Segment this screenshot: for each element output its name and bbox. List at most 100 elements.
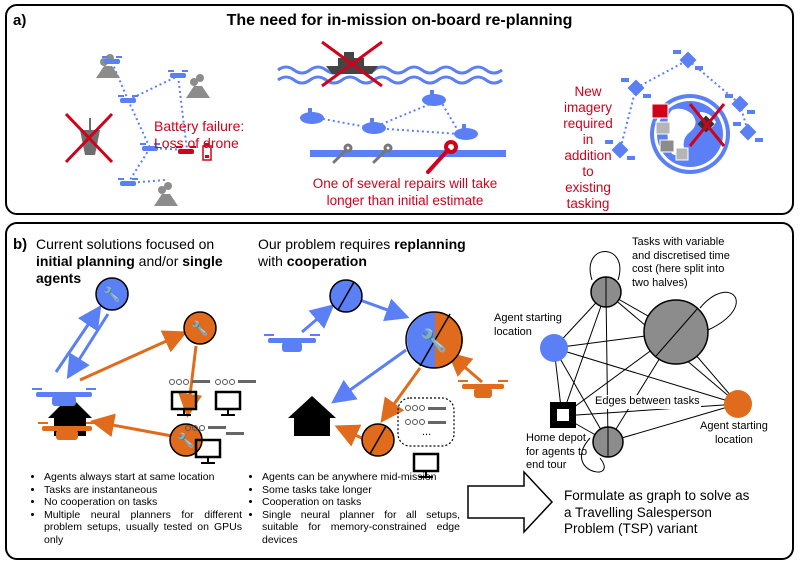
our-heading-line2: with cooperation xyxy=(258,253,488,270)
ship-cross xyxy=(321,40,383,88)
panel-b xyxy=(5,222,794,560)
imagery-caption: New imagery required in addition to exis… xyxy=(558,84,618,212)
home-depot-node xyxy=(550,402,576,428)
our-heading-bold: replanning xyxy=(394,236,466,252)
agent-start-right-label: Agent starting location xyxy=(700,420,768,447)
wrench-icon xyxy=(426,140,458,174)
task-cluster-icons xyxy=(169,379,235,431)
satellite-icon xyxy=(605,140,635,160)
globe-satellite-cross xyxy=(688,103,726,147)
tasks-label-line: two halves) xyxy=(632,276,688,289)
bullet-item: Cooperation on tasks xyxy=(262,496,460,509)
our-problem-heading: Our problem requires replanning with coo… xyxy=(258,236,488,270)
bullet-item: Multiple neural planners for different p… xyxy=(44,509,242,547)
agent-node-blue xyxy=(540,334,568,362)
agent-start-right-line: location xyxy=(714,433,753,446)
battery-icon xyxy=(202,143,212,161)
drone-icon xyxy=(102,56,122,64)
our-heading-line1: Our problem requires replanning xyxy=(258,236,488,253)
task-node-split-orange xyxy=(361,423,395,457)
svg-text:🔧: 🔧 xyxy=(420,327,447,353)
edge-cloud-ellipsis: ... xyxy=(422,426,432,438)
imagery-caption-line: tasking xyxy=(566,196,610,211)
edges-label: Edges between tasks xyxy=(594,395,701,409)
svg-text:🔧: 🔧 xyxy=(191,319,208,337)
drone-icon xyxy=(168,70,188,78)
wrench-icon xyxy=(372,143,393,164)
tasks-label: Tasks with variable and discretised time… xyxy=(632,236,762,290)
current-heading-rest: and/or xyxy=(134,253,183,269)
repair-caption: One of several repairs will take longer … xyxy=(300,175,510,209)
current-heading-line2: initial planning and/or single xyxy=(36,253,236,270)
agent-start-right-line: Agent starting xyxy=(700,420,768,432)
submarine-icon xyxy=(454,124,478,140)
home-depot-label: Home depot for agents to end tour xyxy=(526,432,587,473)
imagery-caption-line: existing xyxy=(565,180,611,195)
drone-icon xyxy=(458,380,508,398)
computer-icon xyxy=(194,438,222,464)
tasks-label-line: Tasks with variable xyxy=(632,236,725,248)
agent-start-left-line: location xyxy=(494,325,532,338)
drone-icon xyxy=(38,422,96,440)
task-node-small xyxy=(590,276,622,308)
panel-a-title: The need for in-mission on-board re-plan… xyxy=(226,12,573,29)
bullet-item: Tasks are instantaneous xyxy=(44,484,242,497)
task-node-large xyxy=(643,299,709,365)
task-node-split-blue xyxy=(329,279,363,313)
conclusion-line: Problem (TSP) variant xyxy=(564,521,698,536)
mini-drone-icons xyxy=(192,380,256,435)
drone-icon xyxy=(264,334,320,352)
tasks-label-line: and discretised time xyxy=(632,249,730,262)
imagery-caption-line: required in xyxy=(563,116,613,147)
panel-a-tag: a) xyxy=(13,12,27,29)
submarine-icon xyxy=(362,118,386,134)
computer-icon xyxy=(170,390,198,416)
sea-waves xyxy=(277,65,503,85)
bullet-item: Agents always start at same location xyxy=(44,471,242,484)
wrench-icon xyxy=(332,143,353,164)
tasks-label-line: cost (here split into xyxy=(632,263,725,275)
svg-text:🔧: 🔧 xyxy=(177,431,194,449)
repair-caption-line1: One of several repairs will take xyxy=(312,176,498,191)
conclusion-text: Formulate as graph to solve as a Travell… xyxy=(564,488,749,538)
submarine-icon xyxy=(422,90,446,106)
home-depot-line: for agents to xyxy=(526,445,588,458)
battery-caption-line2: Loss of drone xyxy=(154,135,239,151)
current-heading-bold: initial planning xyxy=(36,253,135,269)
agent-start-left-line: Agent starting xyxy=(494,312,562,324)
panel-a xyxy=(5,4,794,215)
current-heading-bold2: single xyxy=(182,253,223,269)
satellite-icon xyxy=(733,122,763,142)
conclusion-arrow xyxy=(467,470,554,534)
computer-icon xyxy=(214,390,242,416)
satellite-icon xyxy=(621,78,651,98)
bullet-item: Some tasks take longer xyxy=(262,484,460,497)
agent-start-left-label: Agent starting location xyxy=(494,312,562,339)
self-loop xyxy=(581,251,737,473)
task-node-orange: 🔧 xyxy=(183,311,217,345)
bullet-item: No cooperation on tasks xyxy=(44,496,242,509)
current-heading-line1: Current solutions focused on xyxy=(36,236,215,252)
imagery-caption-line: imagery xyxy=(563,100,612,115)
drone-icon xyxy=(118,178,138,186)
conclusion-line: a Travelling Salesperson xyxy=(564,504,712,520)
our-heading-plain: Our problem requires xyxy=(258,236,395,252)
svg-text:🔧: 🔧 xyxy=(103,285,120,303)
drone-icon xyxy=(118,95,138,103)
submarine-icon xyxy=(300,108,324,124)
our-heading-bold2: cooperation xyxy=(286,253,367,269)
ground-station-icon xyxy=(64,112,114,164)
our-heading-plain2: with xyxy=(258,253,287,269)
drone-icon xyxy=(32,388,96,406)
repair-caption-line2: longer than initial estimate xyxy=(326,193,484,208)
our-arrows xyxy=(301,298,483,447)
drone-icon xyxy=(140,143,160,151)
seabed xyxy=(310,150,506,157)
home-depot-line: Home depot xyxy=(526,432,586,444)
edge-device-cloud xyxy=(397,397,455,447)
current-arrows xyxy=(54,305,203,438)
bullet-item: Agents can be anywhere mid-mission xyxy=(262,471,460,484)
panel-a-illustration xyxy=(64,40,763,206)
panel-b-illustration: 🔧 🔧 🔧 🔧 xyxy=(32,251,752,534)
computer-icon xyxy=(412,452,440,478)
